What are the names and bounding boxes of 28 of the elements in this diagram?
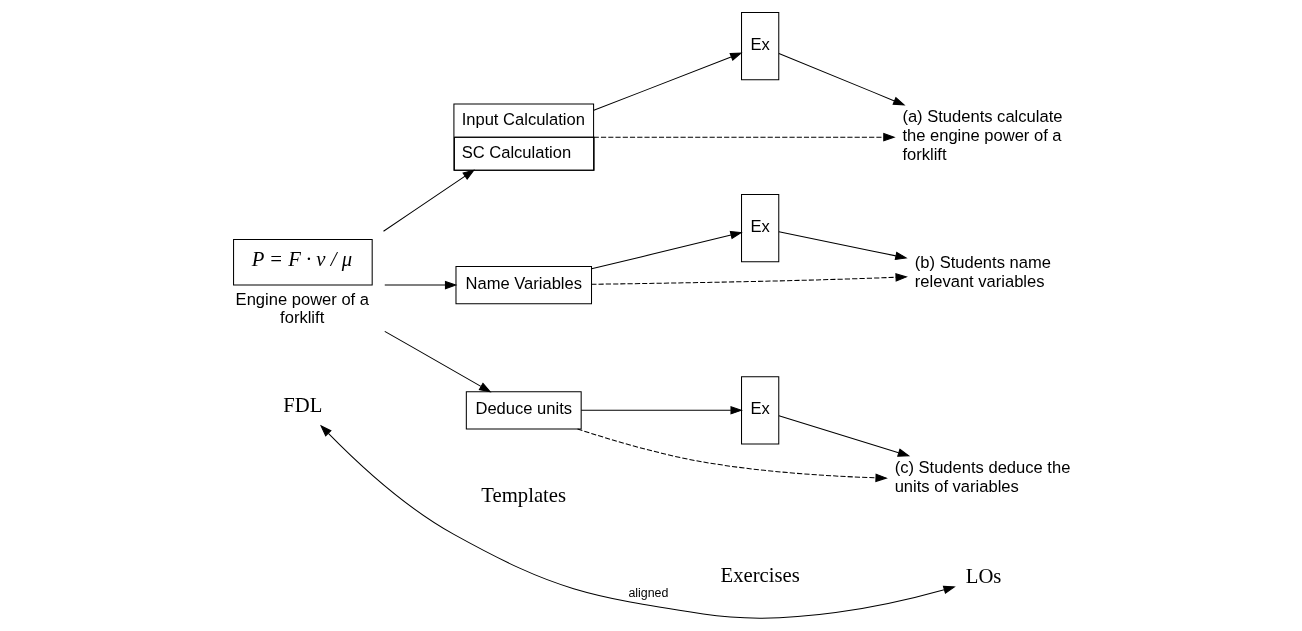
arrow <box>580 405 743 415</box>
arrow <box>593 132 896 142</box>
node-text: (c) Students deduce the units of variables <box>894 458 1071 496</box>
node-text: (a) Students calculate the engine power of a forklift <box>902 107 1063 164</box>
edge-label: aligned <box>628 586 669 601</box>
arrow <box>384 330 492 393</box>
node-box: Ex <box>741 376 780 445</box>
node-box: Deduce units <box>465 391 582 430</box>
node-text: LOs <box>965 565 1002 588</box>
label: Exercises <box>720 564 800 587</box>
node-box: Ex <box>741 194 780 263</box>
node-box: Name Variables <box>455 265 593 305</box>
node-label: Engine power of a forklift <box>235 289 370 328</box>
arrow <box>778 415 911 457</box>
arrow <box>591 230 743 270</box>
arrow <box>577 428 888 483</box>
label: Templates <box>481 484 567 507</box>
arrow <box>383 169 475 232</box>
arrow <box>778 52 906 106</box>
arrow <box>591 272 908 285</box>
arrow <box>778 231 908 261</box>
arrow <box>593 52 743 111</box>
node-text: (b) Students name relevant variables <box>914 253 1051 291</box>
node-text: FDL <box>283 394 323 417</box>
node-box: P = F · v / μ <box>233 239 373 286</box>
arrow <box>384 280 458 290</box>
node-box: Ex <box>741 11 780 81</box>
arrow <box>320 424 956 619</box>
